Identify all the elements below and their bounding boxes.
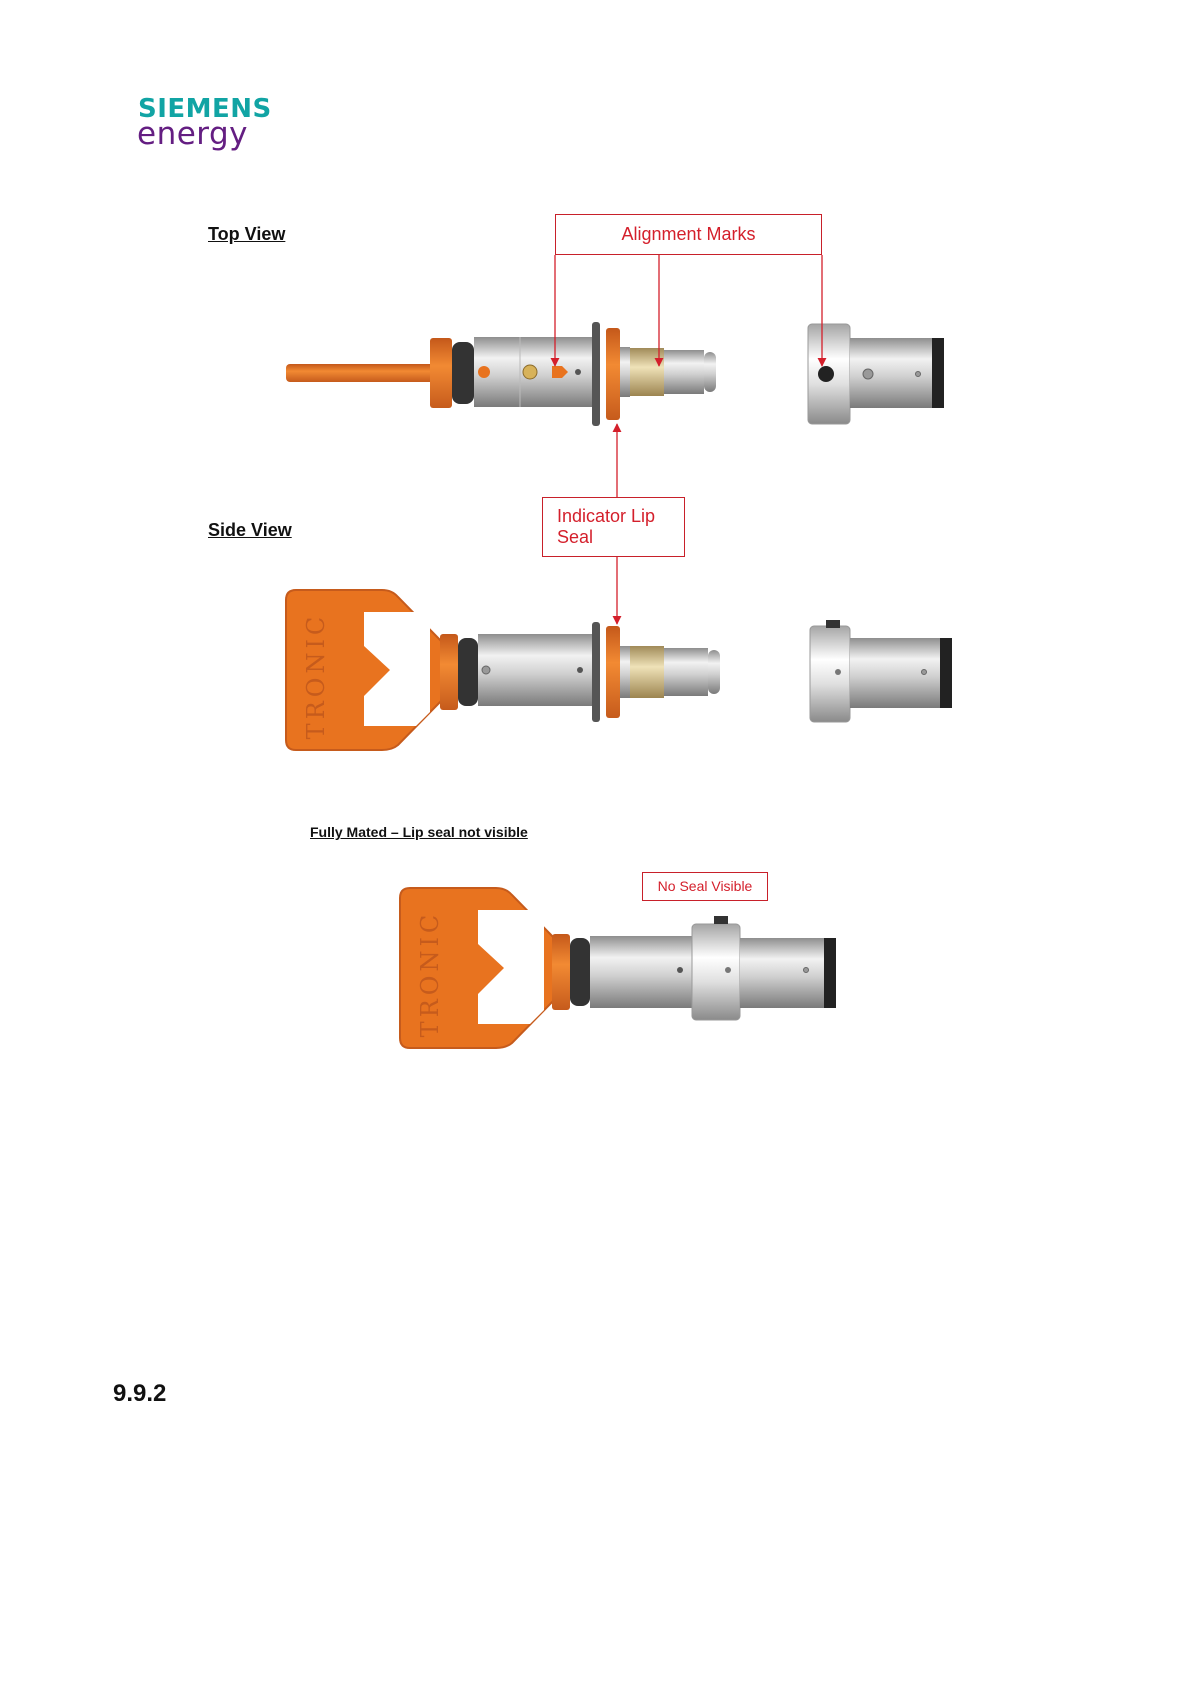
no-seal-visible-callout: No Seal Visible (642, 872, 768, 901)
top-view-title: Top View (208, 224, 285, 245)
alignment-marks-callout: Alignment Marks (555, 214, 822, 255)
top-view-plug (286, 322, 716, 426)
indicator-lip-seal-callout: Indicator Lip Seal (542, 497, 685, 557)
mated-key-label: TRONIC (416, 911, 444, 1038)
mated-assembly: TRONIC (400, 888, 836, 1048)
section-number: 9.9.2 (113, 1380, 166, 1408)
side-view-title: Side View (208, 520, 292, 541)
side-view-plug: TRONIC (286, 590, 720, 750)
callout-lip-line1: Indicator Lip (557, 506, 684, 527)
top-view-receptacle (808, 324, 944, 424)
callout-lip-line2: Seal (557, 527, 684, 548)
key-label: TRONIC (302, 613, 330, 740)
side-view-receptacle (810, 620, 952, 722)
fully-mated-title: Fully Mated – Lip seal not visible (310, 824, 528, 840)
